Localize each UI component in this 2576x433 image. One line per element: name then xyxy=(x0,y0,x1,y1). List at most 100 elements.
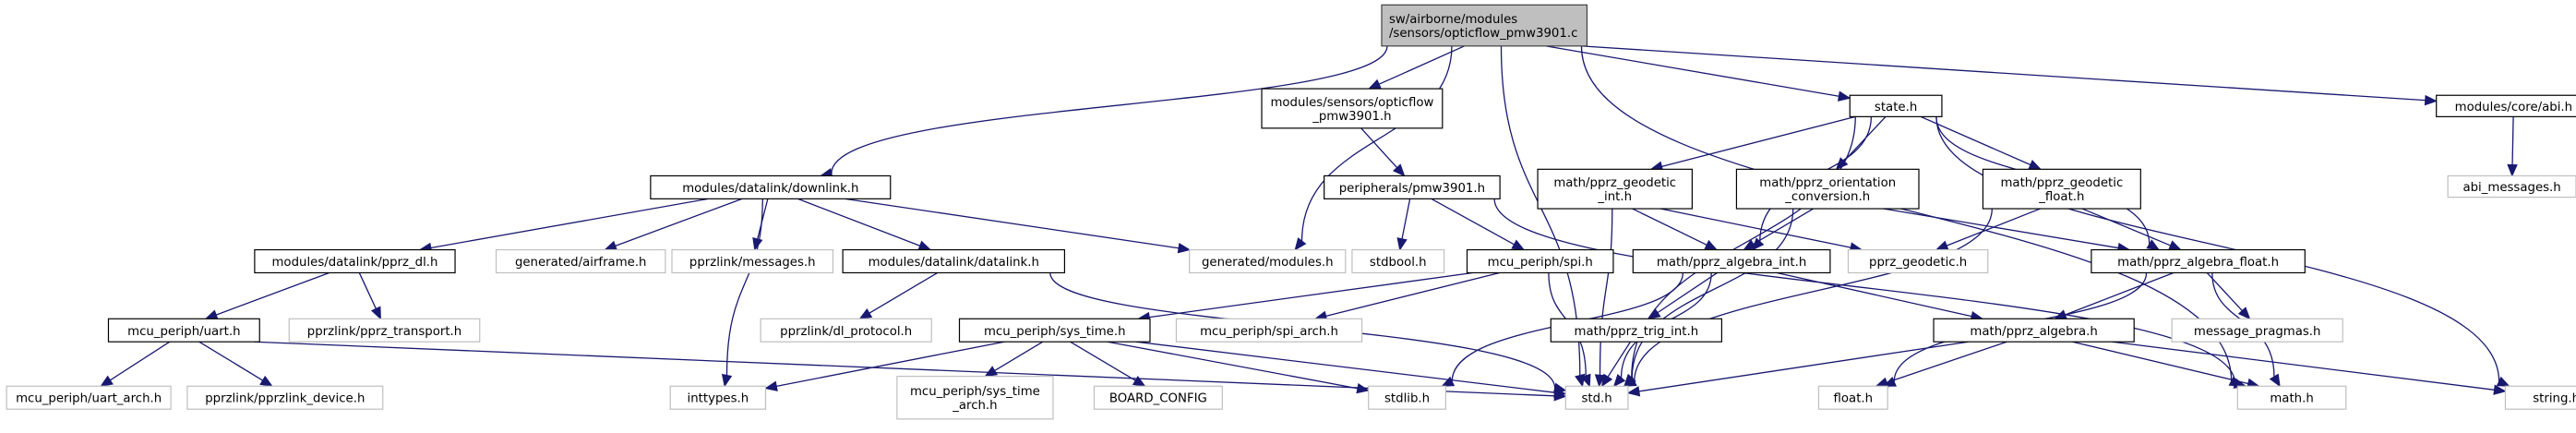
node-box xyxy=(288,318,481,343)
node-box[interactable] xyxy=(1537,168,1693,210)
arrowhead-pprz_dl_h-to-uart_h xyxy=(204,309,219,320)
node-box[interactable] xyxy=(1550,318,1723,343)
node-box xyxy=(2504,385,2576,410)
node-box[interactable] xyxy=(1735,168,1920,210)
arrowhead-sys_time_h-to-inttypes_h xyxy=(764,380,778,391)
node-box[interactable] xyxy=(1849,94,1943,117)
edge-algebra_h-to-string_h xyxy=(2112,341,2495,391)
node-box[interactable] xyxy=(107,318,260,343)
edge-root-to-state_h xyxy=(1545,45,1839,97)
node-spi-h[interactable]: mcu_periph/spi.h xyxy=(1466,248,1614,274)
node-box[interactable] xyxy=(842,248,1066,274)
node-label: math/pprz_algebra_int.h xyxy=(1657,256,1806,270)
edge-sys_time_h-to-inttypes_h xyxy=(776,341,1005,388)
node-opticflow-h[interactable]: modules/sensors/opticflow_pmw3901.h xyxy=(1261,88,1444,129)
node-label: pprzlink/pprzlink_device.h xyxy=(205,392,365,406)
node-box[interactable] xyxy=(958,318,1151,343)
node-geodetic-int-h[interactable]: math/pprz_geodetic_int.h xyxy=(1537,168,1693,210)
arrowhead-algebra_int_h-to-std_h xyxy=(1612,374,1626,388)
arrowhead-uart_h-to-pprzlink_device_h xyxy=(259,375,273,387)
edge-pmw3901_h-to-stdbool_h xyxy=(1401,198,1411,239)
arrowhead-algebra_int_h-to-trig_int_h xyxy=(1647,307,1661,320)
edge-root-to-downlink_h xyxy=(831,45,1388,174)
edge-sys_time_h-to-board_config xyxy=(1070,341,1136,381)
node-box[interactable] xyxy=(1261,88,1444,129)
edge-sys_time_h-to-stdlib_h xyxy=(1107,341,1359,390)
node-downlink-h[interactable]: modules/datalink/downlink.h xyxy=(650,174,892,199)
edge-algebra_int_h-to-trig_int_h xyxy=(1657,271,1718,314)
arrowhead-pmw3901_h-to-spi_h xyxy=(1511,239,1526,251)
edge-downlink_h-to-airframe_h xyxy=(615,198,743,247)
edge-uart_h-to-std_h xyxy=(254,341,1555,397)
arrowhead-sys_time_h-to-board_config xyxy=(1132,375,1146,387)
node-box xyxy=(1564,385,1629,410)
node-board-config: BOARD_CONFIG xyxy=(1093,385,1223,410)
arrowhead-sys_time_h-to-sys_time_arch_h xyxy=(984,366,999,378)
node-box[interactable] xyxy=(1632,248,1831,274)
arrowhead-algebra_float_h-to-math_h xyxy=(2269,373,2281,388)
node-algebra-float-h[interactable]: math/pprz_algebra_float.h xyxy=(2091,248,2306,274)
edge-trig_int_h-to-std_h xyxy=(1607,341,1631,378)
edge-abi_h-to-abi_messages_h xyxy=(2511,116,2514,165)
node-algebra-int-h[interactable]: math/pprz_algebra_int.h xyxy=(1632,248,1831,274)
edge-orientation_h-to-algebra_float_h xyxy=(1883,208,2119,249)
node-pprz-dl-h[interactable]: modules/datalink/pprz_dl.h xyxy=(254,248,456,274)
node-pprz-transport-h: pprzlink/pprz_transport.h xyxy=(288,318,481,343)
node-geodetic-float-h[interactable]: math/pprz_geodetic_float.h xyxy=(1982,168,2141,210)
arrowhead-state_h-to-string_h xyxy=(2496,376,2510,387)
node-pmw3901-h[interactable]: peripherals/pmw3901.h xyxy=(1324,174,1501,199)
edge-geodetic_float_h-to-pprz_geodetic_h xyxy=(1946,208,2041,247)
node-label: _float.h xyxy=(2038,190,2084,204)
node-box[interactable] xyxy=(254,248,456,274)
node-stdbool-h: stdbool.h xyxy=(1351,248,1445,274)
node-state-h[interactable]: state.h xyxy=(1849,94,1943,117)
node-box xyxy=(186,385,384,410)
node-orientation-h[interactable]: math/pprz_orientation_conversion.h xyxy=(1735,168,1920,210)
node-label: mcu_periph/sys_time xyxy=(910,385,1040,399)
node-box[interactable] xyxy=(1324,174,1501,199)
node-sys-time-h[interactable]: mcu_periph/sys_time.h xyxy=(958,318,1151,343)
node-label: BOARD_CONFIG xyxy=(1109,392,1207,406)
edge-algebra_float_h-to-algebra_h xyxy=(2065,271,2175,316)
node-label: modules/datalink/datalink.h xyxy=(869,256,1039,270)
node-box[interactable] xyxy=(1933,318,2135,343)
edge-spi_h-to-spi_arch_h xyxy=(1325,271,1500,318)
edge-downlink_h-to-messages_h xyxy=(757,198,769,240)
node-abi-h[interactable]: modules/core/abi.h xyxy=(2436,94,2576,117)
node-box xyxy=(2236,385,2347,410)
node-uart-h[interactable]: mcu_periph/uart.h xyxy=(107,318,260,343)
node-label: float.h xyxy=(1834,392,1874,406)
node-box[interactable] xyxy=(2091,248,2306,274)
node-label: mcu_periph/uart_arch.h xyxy=(16,392,162,406)
node-box[interactable] xyxy=(2436,94,2576,117)
node-trig-int-h[interactable]: math/pprz_trig_int.h xyxy=(1550,318,1723,343)
node-label: pprzlink/pprz_transport.h xyxy=(307,325,461,339)
node-box[interactable] xyxy=(1466,248,1614,274)
arrowhead-spi_h-to-std_h xyxy=(1580,373,1591,388)
arrowhead-root-to-state_h xyxy=(1837,90,1851,102)
node-datalink-h[interactable]: modules/datalink/datalink.h xyxy=(842,248,1066,274)
node-label: mcu_periph/spi.h xyxy=(1488,256,1593,270)
node-float-h: float.h xyxy=(1817,385,1888,410)
edge-uart_h-to-uart_arch_h xyxy=(110,341,171,381)
node-label: math/pprz_geodetic xyxy=(2000,176,2123,190)
node-label: _conversion.h xyxy=(1784,190,1870,204)
arrowhead-geodetic_float_h-to-algebra_float_h xyxy=(2168,240,2182,251)
node-spi-arch-h: mcu_periph/spi_arch.h xyxy=(1175,318,1363,343)
node-label: mcu_periph/spi_arch.h xyxy=(1200,325,1338,339)
node-box xyxy=(2447,174,2576,198)
node-box xyxy=(896,375,1054,420)
edge-datalink_h-to-dl_protocol_h xyxy=(869,271,939,314)
node-algebra-h[interactable]: math/pprz_algebra.h xyxy=(1933,318,2135,343)
node-box[interactable] xyxy=(1982,168,2141,210)
node-box[interactable] xyxy=(1381,4,1588,47)
node-label: std.h xyxy=(1582,392,1612,406)
edge-algebra_h-to-std_h xyxy=(1638,341,1969,392)
node-box[interactable] xyxy=(650,174,892,199)
node-root[interactable]: sw/airborne/modules/sensors/opticflow_pm… xyxy=(1381,4,1588,47)
edge-state_h-to-geodetic_float_h xyxy=(1920,115,2031,166)
edge-orientation_h-to-std_h xyxy=(1631,209,1794,379)
node-stdlib-h: stdlib.h xyxy=(1368,385,1446,410)
edge-root-to-math_h xyxy=(1580,45,2233,381)
